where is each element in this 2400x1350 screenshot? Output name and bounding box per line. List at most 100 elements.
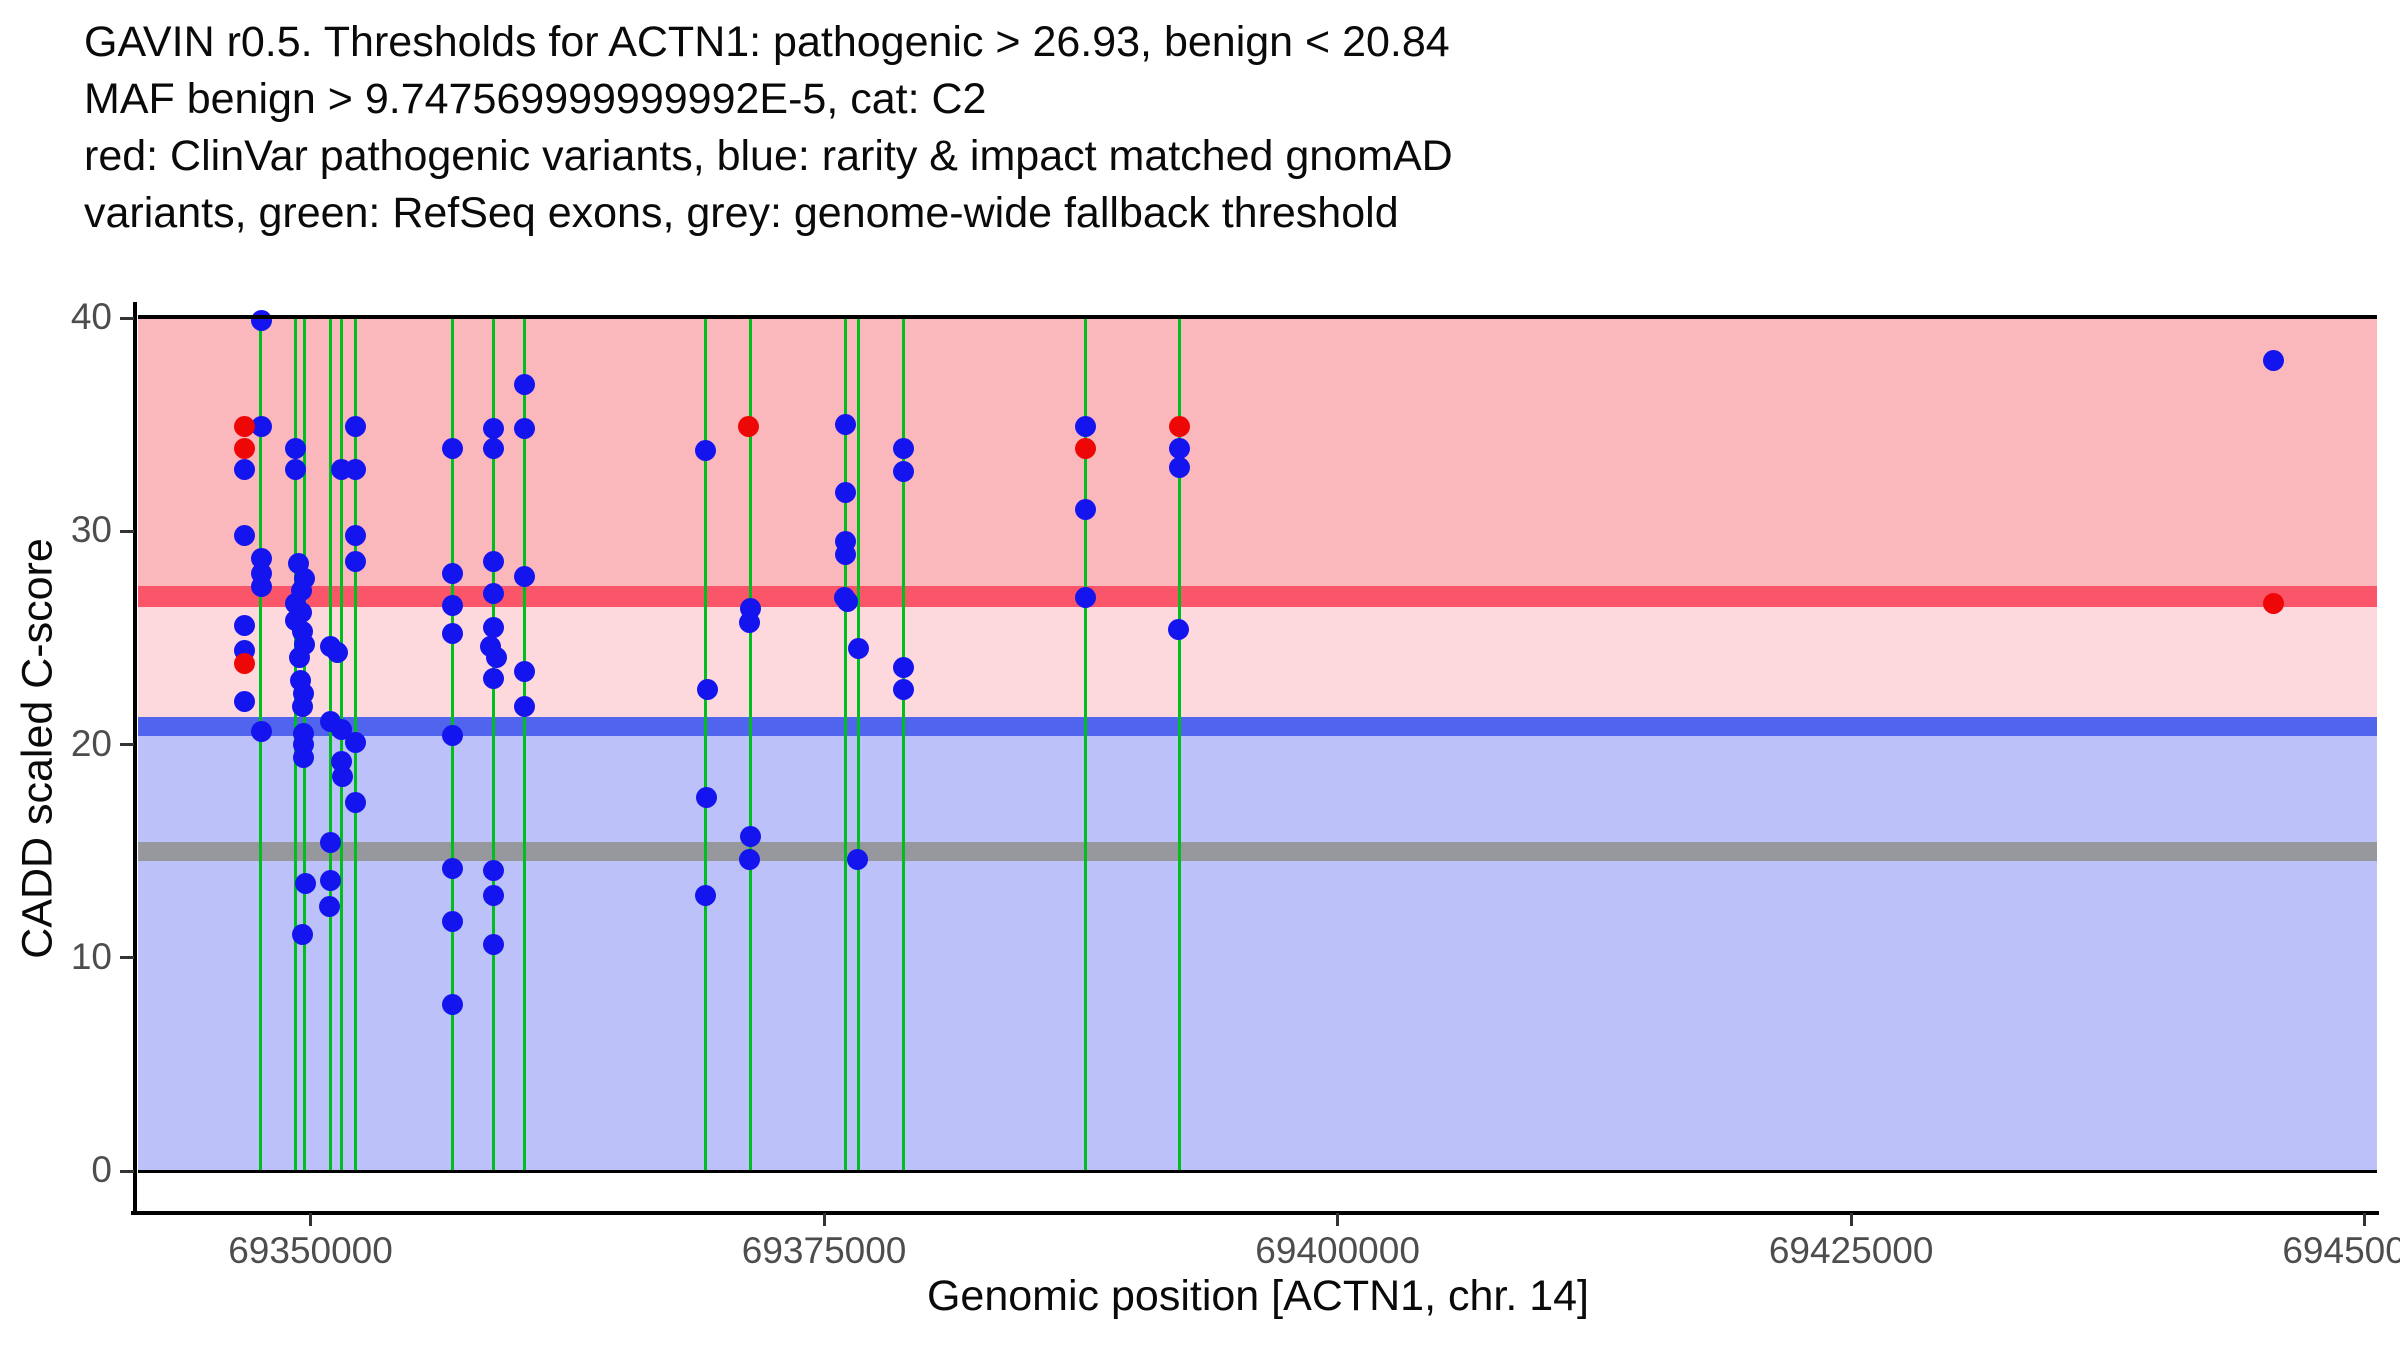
intermediate-region xyxy=(138,586,2377,717)
gnomad-matched-point xyxy=(482,550,504,572)
gnomad-matched-point xyxy=(513,661,535,683)
gnomad-matched-point xyxy=(345,458,367,480)
gnomad-matched-point xyxy=(696,678,718,700)
refseq-exon-line xyxy=(703,318,707,1171)
x-tick-label: 69375000 xyxy=(741,1230,907,1271)
gnomad-matched-point xyxy=(285,458,307,480)
gnomad-matched-point xyxy=(441,563,463,585)
panel-bottom-border xyxy=(138,1170,2377,1173)
refseq-exon-line xyxy=(1178,318,1182,1171)
y-tick-mark xyxy=(120,743,134,746)
refseq-exon-line xyxy=(491,318,495,1171)
gnomad-matched-point xyxy=(295,872,317,894)
x-tick-mark xyxy=(309,1213,313,1226)
gnomad-matched-point xyxy=(893,461,915,483)
gnomad-matched-point xyxy=(441,623,463,645)
gnomad-matched-point xyxy=(251,416,273,438)
x-tick-mark xyxy=(2363,1213,2367,1226)
clinvar-pathogenic-point xyxy=(1169,416,1191,438)
plot-panel xyxy=(138,309,2377,1171)
refseq-exon-line xyxy=(522,318,526,1171)
gnomad-matched-point xyxy=(441,994,463,1016)
gnomad-matched-point xyxy=(345,525,367,546)
gnomad-matched-point xyxy=(288,646,310,668)
gnomad-matched-point xyxy=(848,638,870,660)
gnomad-matched-point xyxy=(485,646,507,668)
y-tick-label: 20 xyxy=(70,722,112,764)
x-axis-line xyxy=(131,1211,2379,1215)
refseq-exon-line xyxy=(843,318,847,1171)
gnomad-matched-point xyxy=(234,614,256,636)
y-tick-label: 40 xyxy=(70,296,112,337)
gnomad-matched-point xyxy=(513,565,535,587)
gnomad-matched-point xyxy=(285,437,307,459)
gnomad-matched-point xyxy=(1075,416,1097,438)
gnomad-matched-point xyxy=(482,582,504,604)
refseq-exon-line xyxy=(259,318,263,1171)
chart-title-line-4: variants, green: RefSeq exons, grey: gen… xyxy=(84,189,1399,237)
gnomad-matched-point xyxy=(893,678,915,700)
gnomad-matched-point xyxy=(1169,456,1191,478)
gnomad-matched-point xyxy=(345,416,367,438)
y-axis-title: CADD scaled C-score xyxy=(13,538,62,959)
clinvar-pathogenic-point xyxy=(234,416,256,438)
y-tick-label: 30 xyxy=(70,509,112,551)
gnomad-matched-point xyxy=(251,576,273,598)
refseq-exon-line xyxy=(902,318,906,1171)
refseq-exon-line xyxy=(748,318,752,1171)
gnomad-matched-point xyxy=(738,612,760,634)
chart-title: GAVIN r0.5. Thresholds for ACTN1: pathog… xyxy=(84,14,1453,242)
gnomad-matched-point xyxy=(327,642,349,664)
gnomad-matched-point xyxy=(893,657,915,679)
gnomad-matched-point xyxy=(234,525,256,546)
gnomad-matched-point xyxy=(1075,586,1097,608)
gnomad-matched-point xyxy=(345,550,367,572)
x-tick-mark xyxy=(1336,1213,1340,1226)
panel-top-border xyxy=(138,315,2377,319)
clinvar-pathogenic-point xyxy=(1075,437,1097,459)
gnomad-matched-point xyxy=(345,791,367,813)
refseq-exon-line xyxy=(340,318,344,1171)
gnomad-matched-point xyxy=(251,309,273,331)
gnomad-matched-point xyxy=(482,667,504,689)
gnomad-matched-point xyxy=(482,437,504,459)
x-tick-label: 69350000 xyxy=(228,1230,393,1271)
y-tick-label: 10 xyxy=(70,935,112,977)
y-tick-mark xyxy=(120,956,134,960)
gnomad-matched-point xyxy=(1169,437,1191,459)
gnomad-matched-point xyxy=(234,458,256,480)
y-tick-mark xyxy=(120,529,134,533)
gnomad-matched-point xyxy=(441,857,463,879)
pathogenic-threshold-band xyxy=(138,586,2377,608)
clinvar-pathogenic-point xyxy=(2263,593,2285,615)
refseq-exon-line xyxy=(1084,318,1088,1171)
x-tick-label: 69400000 xyxy=(1255,1230,1420,1271)
x-axis-title: Genomic position [ACTN1, chr. 14] xyxy=(926,1272,1589,1320)
gnomad-matched-point xyxy=(319,870,341,892)
gnomad-matched-point xyxy=(318,896,340,918)
gnomad-matched-point xyxy=(482,885,504,907)
gnomad-matched-point xyxy=(234,691,256,713)
y-tick-label: 0 xyxy=(91,1149,112,1190)
gnomad-matched-point xyxy=(834,482,856,504)
gnomad-matched-point xyxy=(513,418,535,440)
pathogenic-region xyxy=(138,318,2377,587)
gnomad-matched-point xyxy=(441,595,463,617)
refseq-exon-line xyxy=(328,318,332,1171)
gnomad-matched-point xyxy=(482,934,504,956)
gnomad-matched-point xyxy=(513,373,535,395)
gnomad-matched-point xyxy=(1168,618,1190,640)
gnomad-matched-point xyxy=(738,849,760,871)
gnomad-matched-point xyxy=(834,414,856,436)
gnomad-matched-point xyxy=(834,544,856,566)
gnomad-matched-point xyxy=(513,695,535,717)
chart-title-line-2: MAF benign > 9.747569999999992E-5, cat: … xyxy=(84,75,987,123)
x-tick-label: 69425000 xyxy=(1768,1230,1934,1271)
gnomad-matched-point xyxy=(441,910,463,932)
y-tick-mark xyxy=(120,1169,134,1173)
clinvar-pathogenic-point xyxy=(737,416,759,438)
gnomad-matched-point xyxy=(251,721,273,743)
chart-title-line-3: red: ClinVar pathogenic variants, blue: … xyxy=(84,132,1453,180)
gnomad-matched-point xyxy=(345,731,367,753)
